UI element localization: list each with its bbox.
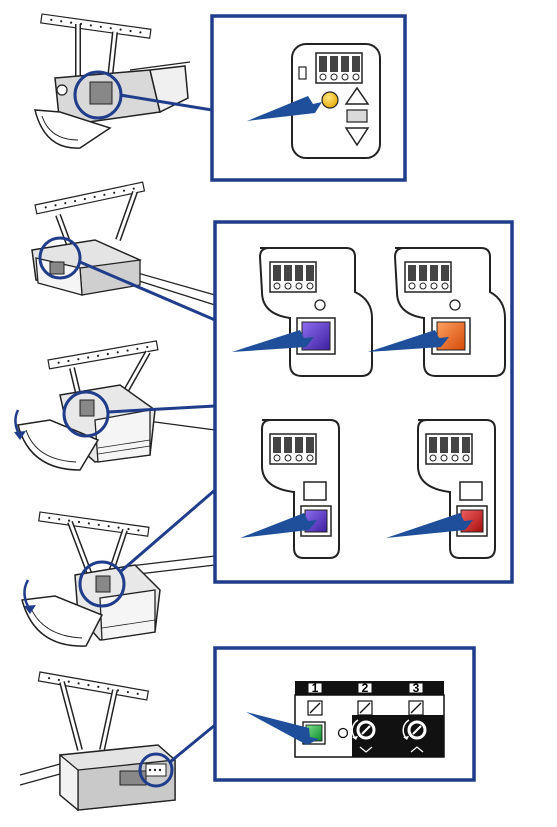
panel-orange-large: [368, 247, 506, 377]
opener-illustration-4: [21, 488, 216, 647]
indicator-led: [337, 727, 349, 739]
wire-terminal: [404, 261, 452, 293]
pointer-arrow: [232, 330, 314, 352]
opener-illustration-5: [19, 671, 216, 812]
panel-yellow-button: [210, 14, 407, 182]
wire-terminal: [269, 261, 317, 293]
panel-dials: 1 2 3: [213, 646, 476, 782]
column-label-3: 3: [413, 681, 420, 695]
callout-circle: [38, 236, 82, 280]
down-arrow-button[interactable]: [344, 127, 370, 147]
panel-purple-large: [232, 247, 373, 377]
callout-circle: [78, 560, 126, 608]
callout-circle: [62, 390, 110, 438]
force-dial-down[interactable]: [351, 719, 376, 753]
column-label-1: 1: [312, 681, 319, 695]
learn-button-yellow[interactable]: [321, 91, 339, 109]
column-label-2: 2: [362, 681, 369, 695]
pointer-arrow: [386, 513, 473, 538]
callout-circle: [138, 752, 174, 788]
wire-terminal: [269, 433, 317, 465]
panel-red-small: [386, 419, 496, 559]
pointer-arrow: [368, 330, 449, 352]
wire-terminal: [315, 52, 363, 84]
opener-illustration-1: [34, 13, 213, 149]
wire-terminal: [425, 433, 473, 465]
force-dial-up[interactable]: [402, 719, 427, 753]
up-arrow-button[interactable]: [344, 86, 370, 105]
pointer-arrow: [246, 712, 319, 745]
panel-purple-small: [240, 419, 340, 559]
pointer-arrow: [247, 96, 322, 121]
opener-illustration-2: [31, 181, 216, 322]
light-button[interactable]: [346, 109, 368, 123]
opener-illustration-3: [14, 340, 216, 471]
pointer-arrow: [240, 513, 317, 538]
